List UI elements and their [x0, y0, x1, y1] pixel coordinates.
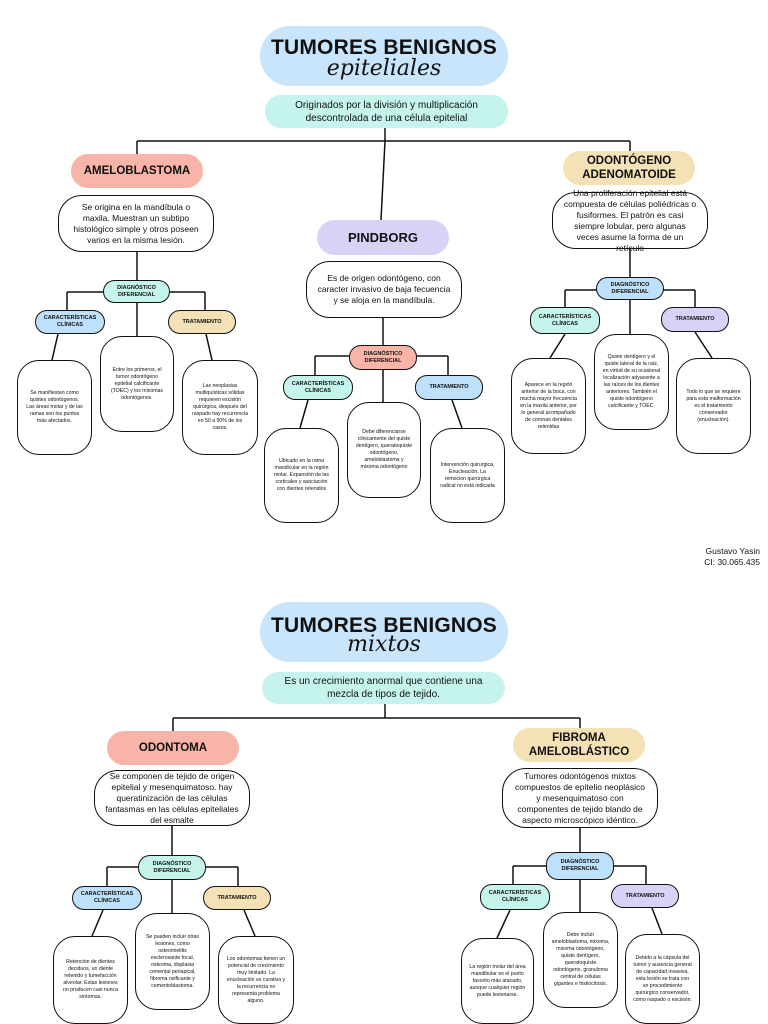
ameloblastoma-caracteristicas-box: Se manifiestan como quistes odontógenos.… — [17, 360, 92, 455]
section1-title-pill: TUMORES BENIGNOS epiteliales — [260, 26, 508, 86]
pindborg-description: Es de origen odontógeno, con caracter in… — [306, 261, 462, 318]
section2-title-pill: TUMORES BENIGNOS mixtos — [260, 602, 508, 662]
adenomatoide-description: Una proliferación epitelial está compues… — [552, 188, 708, 253]
section1-title-main: TUMORES BENIGNOS — [270, 36, 498, 59]
pindborg-heading: PINDBORG — [317, 220, 449, 255]
odontoma-caracteristicas-pill: CARACTERÍSTICAS CLÍNICAS — [72, 886, 142, 910]
ameloblastoma-diagnostico-box: Entre los primeros, el tumor odontógeno … — [100, 336, 174, 432]
pindborg-caracteristicas-pill: CARACTERÍSTICAS CLÍNICAS — [283, 375, 353, 400]
adenomatoide-heading: ODONTÓGENO ADENOMATOIDE — [563, 151, 695, 185]
fibroma-caracteristicas-pill: CARACTERÍSTICAS CLÍNICAS — [480, 884, 550, 910]
fibroma-caracteristicas-box: La región molar del área mandibular es e… — [461, 938, 534, 1024]
section1-title-script: epiteliales — [326, 56, 442, 81]
odontoma-caracteristicas-box: Retención de dientes deciduos, un diente… — [53, 936, 128, 1024]
adenomatoide-tratamiento-box: Todo lo que se requiere para esta malfor… — [676, 358, 751, 454]
adenomatoide-caracteristicas-box: Aparece en la región anterior de la boca… — [511, 358, 586, 454]
pindborg-tratamiento-pill: TRATAMIENTO — [415, 375, 483, 400]
fibroma-diagnostico-pill: DIAGNÓSTICO DIFERENCIAL — [546, 852, 614, 880]
fibroma-tratamiento-box: Debido a la cápsula del tumor y ausencia… — [625, 934, 700, 1024]
ameloblastoma-caracteristicas-pill: CARACTERÍSTICAS CLÍNICAS — [35, 310, 105, 334]
ameloblastoma-diagnostico-pill: DIAGNÓSTICO DIFERENCIAL — [103, 280, 170, 303]
author-block: Gustavo Yasin CI: 30.065.435 — [640, 546, 760, 568]
adenomatoide-diagnostico-pill: DIAGNÓSTICO DIFERENCIAL — [596, 277, 664, 300]
pindborg-diagnostico-pill: DIAGNÓSTICO DIFERENCIAL — [349, 345, 417, 370]
section2-title-script: mixtos — [347, 632, 421, 657]
fibroma-description: Tumores odontógenos mixtos compuestos de… — [502, 768, 658, 828]
fibroma-heading: FIBROMA AMELOBLÁSTICO — [513, 728, 645, 762]
adenomatoide-tratamiento-pill: TRATAMIENTO — [661, 307, 729, 332]
ameloblastoma-tratamiento-pill: TRATAMIENTO — [168, 310, 236, 334]
pindborg-diagnostico-box: Debe diferenciarse clinicamente del quis… — [347, 402, 421, 498]
author-id: CI: 30.065.435 — [704, 557, 760, 567]
odontoma-tratamiento-box: Los odontomas tienen un potencial de cre… — [218, 936, 294, 1024]
pindborg-caracteristicas-box: Ubicado en la rama mandicular en la regi… — [264, 428, 339, 523]
adenomatoide-caracteristicas-pill: CARACTERÍSTICAS CLÍNICAS — [530, 307, 600, 334]
odontoma-heading: ODONTOMA — [107, 731, 239, 765]
section2-subtitle: Es un crecimiento anormal que contiene u… — [262, 672, 505, 704]
section2-title-main: TUMORES BENIGNOS — [270, 614, 498, 637]
section1-subtitle: Originados por la división y multiplicac… — [265, 95, 508, 128]
ameloblastoma-description: Se origina en la mandíbula o maxila. Mue… — [58, 195, 214, 252]
ameloblastoma-tratamiento-box: Las neoplasias multiquísticas sólidas re… — [182, 360, 258, 455]
pindborg-tratamiento-box: Intervención quirurgica, Enucleación. La… — [430, 428, 505, 523]
author-name: Gustavo Yasin — [705, 546, 761, 556]
fibroma-diagnostico-box: Debe incluir ameloblastoma, mixoma, mixo… — [543, 912, 618, 1008]
odontoma-diagnostico-box: Se pueden incluir otras lesiones, como o… — [135, 913, 210, 1010]
adenomatoide-diagnostico-box: Quiste dentígero y el quiste lateral de … — [594, 334, 669, 430]
odontoma-description: Se componen de tejido de origen epitelia… — [94, 770, 250, 826]
odontoma-diagnostico-pill: DIAGNÓSTICO DIFERENCIAL — [138, 855, 206, 880]
ameloblastoma-heading: AMELOBLASTOMA — [71, 154, 203, 188]
fibroma-tratamiento-pill: TRATAMIENTO — [611, 884, 679, 908]
odontoma-tratamiento-pill: TRATAMIENTO — [203, 886, 271, 910]
